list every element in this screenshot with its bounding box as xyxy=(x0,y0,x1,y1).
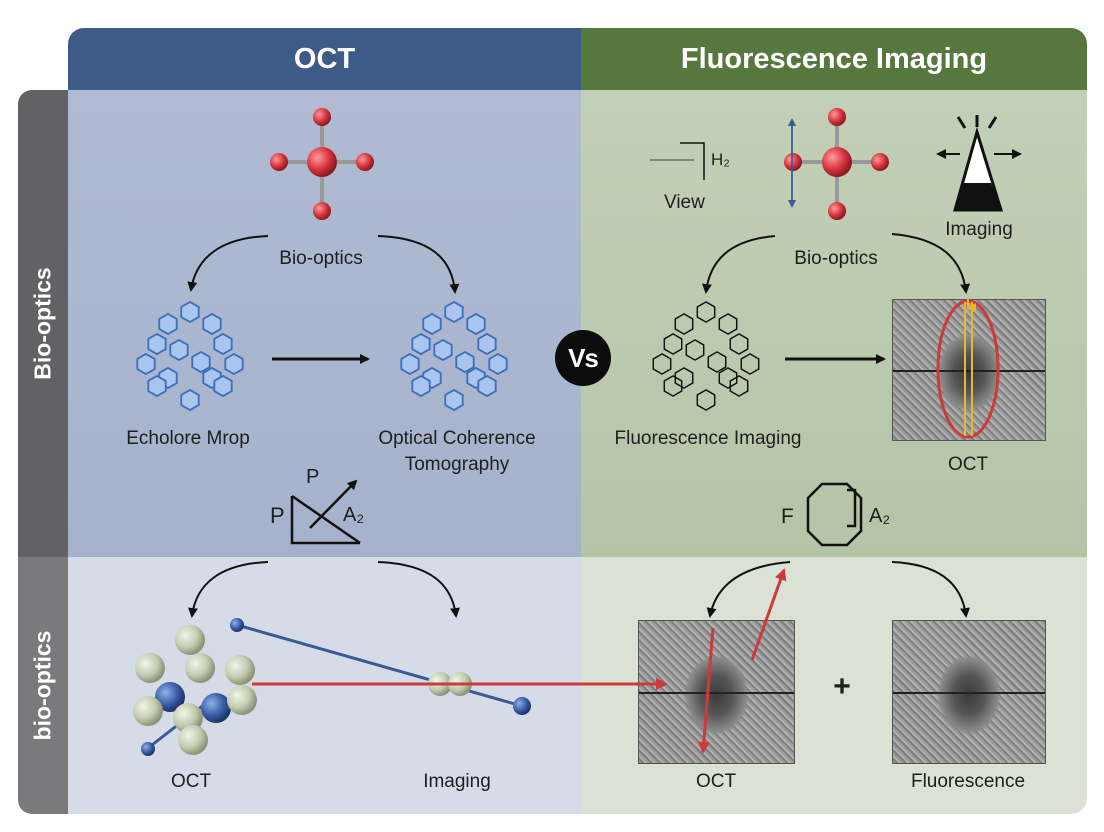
hexagon-cell xyxy=(400,353,420,375)
bio-optics-label-right: Bio-optics xyxy=(794,248,878,269)
fluorescence-label-bottom: Fluorescence xyxy=(910,771,1026,792)
echolore-mrop-label: Echolore Mrop xyxy=(126,428,250,449)
fluorescence-imaging-label: Fluorescence Imaging xyxy=(614,428,802,449)
hexagon-cell xyxy=(147,333,167,355)
hexagon-cell xyxy=(213,375,233,397)
hexagon-cell xyxy=(663,333,683,355)
plus-sign: + xyxy=(833,670,851,703)
oct-header: OCT xyxy=(68,28,581,90)
hexagon-cell xyxy=(213,333,233,355)
hexagon-cell xyxy=(158,313,178,335)
imaging-label-bottom: Imaging xyxy=(423,771,491,792)
fluorescence-cell-micrograph xyxy=(892,620,1046,764)
hexagon-cell xyxy=(411,375,431,397)
molecule-icon xyxy=(270,108,374,220)
view-label: View xyxy=(664,192,705,213)
hexagon-cell xyxy=(422,313,442,335)
fluorescence-header: Fluorescence Imaging xyxy=(581,28,1087,90)
hexagon-cell xyxy=(224,353,244,375)
symbol-letter-p-top: P xyxy=(306,466,320,488)
hexagon-cell xyxy=(466,313,486,335)
red-arrow-down xyxy=(697,627,715,754)
curved-arrow-bottom-right-fluor xyxy=(891,561,970,618)
curved-arrow-left xyxy=(187,235,269,292)
hexagon-cell xyxy=(433,339,453,361)
hexagon-cell xyxy=(729,333,749,355)
symbol-letter-f: F xyxy=(781,505,794,528)
hexagon-network-icon xyxy=(136,301,244,411)
hexagon-cell xyxy=(180,301,200,323)
oct-cell-micrograph-bottom xyxy=(638,620,795,764)
oct-label-top-right: OCT xyxy=(947,454,989,475)
tomography-label: Tomography xyxy=(404,454,510,475)
symbol-letter-a2-fluor: A₂ xyxy=(869,505,891,527)
triangle-symbol-icon xyxy=(290,479,361,545)
curved-arrow-right-fluor xyxy=(891,233,971,294)
hexagon-cell xyxy=(477,333,497,355)
side-label-top: Bio-optics xyxy=(18,90,68,557)
hexagon-cell xyxy=(674,313,694,335)
hexagon-cell xyxy=(455,351,475,373)
curved-arrow-bottom-right xyxy=(377,561,460,618)
oct-cell-micrograph-top xyxy=(892,299,1046,441)
side-label-bottom: bio-optics xyxy=(18,557,68,814)
hexagon-cell xyxy=(707,351,727,373)
hexagon-cell xyxy=(718,313,738,335)
hexagon-network-icon xyxy=(400,301,508,411)
hexagon-cell xyxy=(477,375,497,397)
hexagon-cell xyxy=(488,353,508,375)
curved-arrow-bottom-left xyxy=(188,561,269,618)
hexagon-cell xyxy=(696,301,716,323)
hexagon-network-outline-icon xyxy=(652,301,760,411)
hexagon-cell xyxy=(444,389,464,411)
molecular-cluster-icon xyxy=(133,618,531,756)
molecule-icon-fluorescence xyxy=(784,108,889,220)
hexagon-cell xyxy=(696,389,716,411)
h2-label: H₂ xyxy=(711,150,730,169)
hexagon-cell xyxy=(136,353,156,375)
hexagon-cell xyxy=(652,353,672,375)
vs-badge: Vs xyxy=(555,330,611,386)
fluorescence-header-text: Fluorescence Imaging xyxy=(680,42,988,75)
hexagon-cell xyxy=(180,389,200,411)
symbol-letter-a2: A₂ xyxy=(343,504,365,526)
red-arrow-up xyxy=(750,568,787,661)
hexagon-cell xyxy=(169,339,189,361)
optical-coherence-label: Optical Coherence xyxy=(378,428,536,449)
hexagon-cell xyxy=(685,339,705,361)
imaging-icon xyxy=(936,115,1022,212)
curved-arrow-bottom-left-fluor xyxy=(706,561,791,618)
hexagon-cell xyxy=(411,333,431,355)
hexagon-cell xyxy=(191,351,211,373)
octagon-symbol-icon xyxy=(806,482,863,547)
oct-header-text: OCT xyxy=(293,42,356,75)
oct-label-bottom-left: OCT xyxy=(170,771,212,792)
cell-outline-ellipse xyxy=(936,299,1000,439)
imaging-label-top: Imaging xyxy=(945,219,1013,240)
view-icon xyxy=(650,142,705,180)
hexagon-cell xyxy=(740,353,760,375)
curved-arrow-right xyxy=(377,235,460,294)
hexagon-cell xyxy=(147,375,167,397)
bio-optics-label-left: Bio-optics xyxy=(279,248,363,269)
symbol-letter-p-left: P xyxy=(270,503,285,528)
oct-label-bottom-right: OCT xyxy=(695,771,737,792)
hexagon-cell xyxy=(444,301,464,323)
curved-arrow-left-fluor xyxy=(702,235,776,294)
hexagon-cell xyxy=(202,313,222,335)
